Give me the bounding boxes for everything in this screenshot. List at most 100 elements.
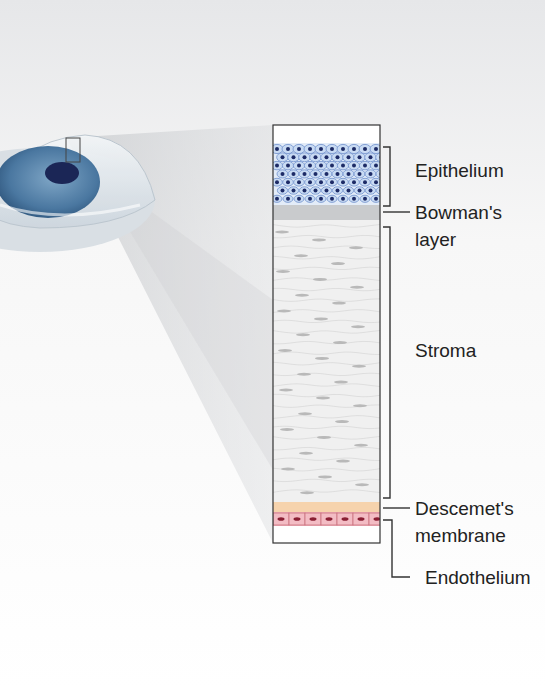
epithelial-cell bbox=[332, 187, 342, 194]
epithelial-cell bbox=[315, 161, 326, 170]
cell-nucleus bbox=[352, 197, 356, 201]
epithelial-cell bbox=[354, 153, 366, 162]
epithelial-cell bbox=[370, 144, 380, 153]
cell-nucleus bbox=[303, 155, 307, 159]
keratocyte bbox=[281, 468, 295, 471]
leader-line bbox=[383, 507, 410, 508]
cell-nucleus bbox=[330, 197, 334, 201]
cell-nucleus bbox=[363, 147, 367, 151]
cell-nucleus bbox=[319, 180, 323, 184]
epithelial-cell bbox=[370, 161, 380, 170]
cell-nucleus bbox=[319, 197, 323, 201]
cell-nucleus bbox=[275, 197, 279, 201]
cell-nucleus bbox=[374, 197, 378, 201]
collagen-fibre bbox=[273, 405, 380, 407]
epithelial-cell bbox=[315, 144, 327, 153]
epithelial-cell bbox=[293, 144, 305, 153]
epithelial-cell bbox=[321, 170, 332, 178]
collagen-fibre bbox=[273, 458, 380, 460]
epithelial-cell bbox=[293, 161, 304, 170]
endothelial-cell bbox=[273, 513, 289, 525]
keratocyte bbox=[317, 436, 331, 439]
epithelial-cell bbox=[338, 195, 348, 202]
cell-nucleus bbox=[352, 164, 356, 168]
epithelial-cells bbox=[273, 144, 380, 202]
endothelial-cell bbox=[353, 513, 369, 525]
epithelial-cell bbox=[283, 195, 293, 202]
endothelial-cell bbox=[321, 513, 337, 525]
epithelial-cell bbox=[283, 178, 294, 186]
collagen-fibre bbox=[273, 267, 380, 269]
cell-nucleus bbox=[308, 147, 312, 151]
cell-nucleus bbox=[341, 197, 345, 201]
epithelial-cell bbox=[365, 170, 376, 178]
cell-nucleus bbox=[308, 180, 312, 184]
epithelial-cell bbox=[273, 195, 282, 202]
iris bbox=[0, 146, 100, 218]
cell-nucleus bbox=[341, 180, 345, 184]
cell-nucleus bbox=[314, 172, 318, 176]
epithelial-cell bbox=[354, 187, 364, 194]
keratocyte bbox=[312, 238, 326, 241]
keratocyte bbox=[297, 373, 311, 376]
cell-nucleus bbox=[325, 155, 329, 159]
stroma-fibres bbox=[273, 224, 380, 492]
pupil bbox=[45, 162, 79, 184]
keratocyte bbox=[295, 294, 309, 297]
epithelial-cell bbox=[299, 153, 311, 162]
epithelial-cell bbox=[332, 153, 344, 162]
epithelial-cell bbox=[310, 153, 322, 162]
epithelial-cell bbox=[349, 178, 360, 186]
collagen-fibre bbox=[273, 468, 380, 471]
collagen-fibre bbox=[273, 320, 380, 322]
epithelial-cell bbox=[337, 144, 349, 153]
collagen-fibre bbox=[273, 447, 380, 449]
keratocyte bbox=[296, 333, 310, 336]
cell-nucleus bbox=[358, 517, 365, 521]
part-label: Descemet's membrane bbox=[415, 495, 531, 549]
cell-nucleus bbox=[325, 189, 329, 193]
keratocyte bbox=[316, 396, 330, 399]
epithelial-cell bbox=[304, 161, 315, 170]
cell-nucleus bbox=[336, 172, 340, 176]
cell-nucleus bbox=[281, 189, 285, 193]
part-label: Endothelium bbox=[425, 564, 543, 591]
keratocyte bbox=[278, 349, 292, 352]
keratocyte bbox=[313, 278, 327, 281]
cell-nucleus bbox=[341, 147, 345, 151]
epithelial-cell bbox=[327, 195, 337, 202]
part-label: Epithelium bbox=[415, 157, 540, 184]
collagen-fibre bbox=[273, 373, 380, 375]
collagen-fibre bbox=[273, 436, 380, 439]
collagen-fibre bbox=[273, 310, 380, 313]
epithelial-cell bbox=[326, 161, 337, 170]
cell-nucleus bbox=[347, 172, 351, 176]
keratocyte bbox=[294, 254, 308, 257]
keratocyte bbox=[351, 325, 365, 328]
highlight bbox=[0, 205, 140, 215]
collagen-fibre bbox=[273, 256, 380, 259]
epithelial-cell bbox=[299, 170, 310, 178]
cell-nucleus bbox=[319, 147, 323, 151]
epithelial-cell bbox=[273, 144, 283, 153]
keratocyte bbox=[350, 286, 364, 289]
leader-line bbox=[383, 211, 410, 212]
epithelial-cell bbox=[316, 195, 326, 202]
cell-nucleus bbox=[292, 172, 296, 176]
keratocyte bbox=[353, 404, 367, 407]
epithelial-cell bbox=[349, 195, 359, 202]
cell-nucleus bbox=[330, 164, 334, 168]
cell-nucleus bbox=[314, 155, 318, 159]
keratocyte bbox=[299, 452, 313, 455]
cell-nucleus bbox=[297, 147, 301, 151]
keratocyte bbox=[336, 460, 350, 463]
keratocyte bbox=[334, 381, 348, 384]
cell-nucleus bbox=[308, 164, 312, 168]
cell-nucleus bbox=[326, 517, 333, 521]
epithelial-cell bbox=[288, 170, 299, 178]
epithelial-cell bbox=[277, 187, 287, 194]
cell-nucleus bbox=[374, 147, 378, 151]
cell-nucleus bbox=[294, 517, 301, 521]
epithelial-cell bbox=[360, 195, 370, 202]
keratocyte bbox=[298, 412, 312, 415]
